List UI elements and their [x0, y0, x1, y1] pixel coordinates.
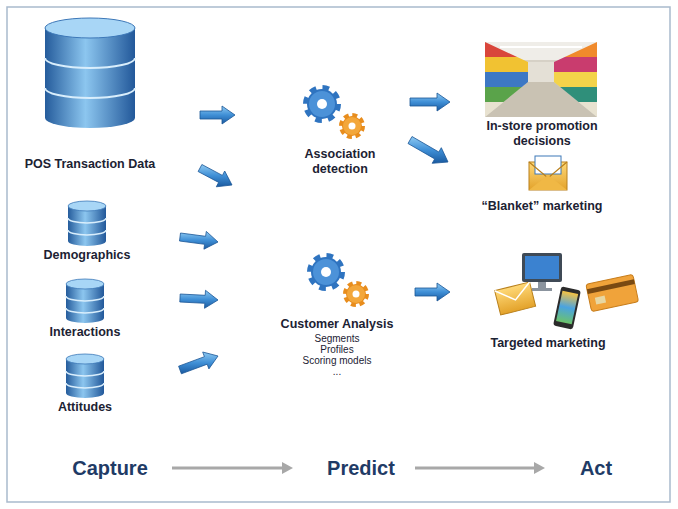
- node-label: Association detection: [290, 147, 390, 177]
- node-detail: Scoring models: [277, 355, 397, 366]
- data-source: Demographics: [30, 195, 180, 265]
- stage-label: Act: [546, 456, 646, 480]
- flow-arrow: [180, 290, 218, 308]
- node-label: Targeted marketing: [463, 336, 633, 351]
- flow-arrow: [179, 352, 218, 374]
- data-source: Interactions: [30, 275, 180, 345]
- stage-label: Capture: [50, 456, 170, 480]
- node-label: In-store promotion decisions: [477, 119, 607, 149]
- flow-arrow: [200, 106, 235, 124]
- node-label: Demographics: [27, 248, 147, 263]
- node-label: Customer Analysis: [257, 317, 417, 332]
- action-item: Targeted marketing: [450, 240, 660, 360]
- stage-label: Predict: [301, 456, 421, 480]
- flow-arrow: [408, 137, 448, 164]
- node-label: Interactions: [25, 325, 145, 340]
- analysis-step: Association detection: [235, 78, 410, 180]
- gears-icon: [307, 89, 362, 136]
- data-source: POS Transaction Data: [20, 15, 200, 180]
- node-detail: Profiles: [277, 344, 397, 355]
- flow-arrow: [198, 165, 232, 187]
- node-detail: ...: [277, 366, 397, 377]
- node-detail: Segments: [277, 333, 397, 344]
- gears-icon: [311, 257, 366, 304]
- action-item: In-store promotion decisions: [450, 35, 630, 150]
- analysis-step: Customer AnalysisSegmentsProfilesScoring…: [218, 185, 415, 385]
- database-icon: [45, 18, 135, 128]
- channels-icon: [495, 253, 639, 330]
- frame: [7, 7, 670, 502]
- node-label: Attitudes: [25, 400, 145, 415]
- flow-arrow: [180, 231, 219, 249]
- envelope-icon: [529, 156, 567, 190]
- database-icon: [66, 279, 104, 323]
- data-source: Attitudes: [30, 350, 180, 422]
- node-label: POS Transaction Data: [15, 157, 165, 172]
- database-icon: [66, 354, 104, 398]
- database-icon: [68, 201, 106, 246]
- node-label: “Blanket” marketing: [462, 199, 622, 214]
- action-item: “Blanket” marketing: [448, 152, 630, 218]
- flow-arrow: [410, 93, 450, 111]
- store-photo: [485, 42, 597, 117]
- flow-arrow: [415, 283, 450, 301]
